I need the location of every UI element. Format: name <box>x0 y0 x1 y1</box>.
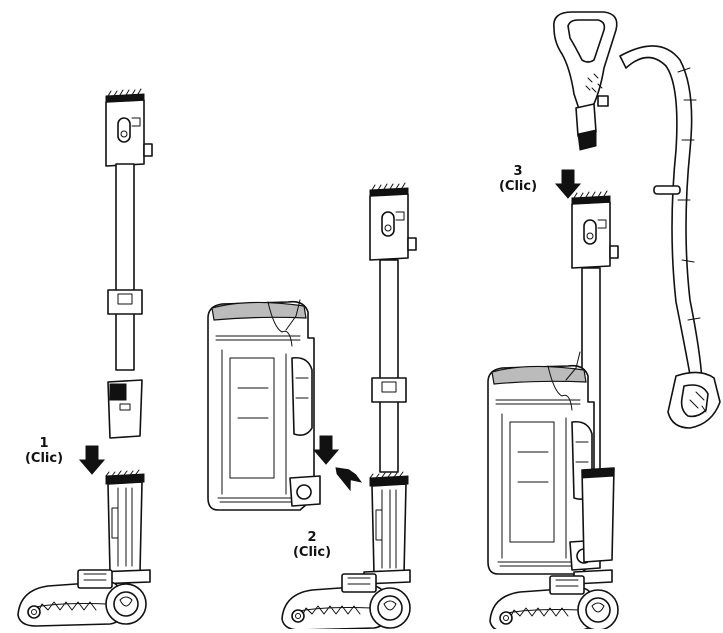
nozzle-1 <box>17 469 151 627</box>
nozzle-3 <box>489 569 619 633</box>
down-arrow-2a <box>313 435 339 465</box>
step-action: (Clic) <box>24 451 64 466</box>
step-number: 2 <box>307 530 317 545</box>
wand-2 <box>369 182 417 473</box>
assembly-1 <box>17 88 153 627</box>
diag-arrow-2b <box>335 467 363 492</box>
step-label-1: 1 (Clic) <box>22 436 66 466</box>
step-label-2: 2 (Clic) <box>290 530 334 560</box>
nozzle-2 <box>281 471 411 631</box>
dust-cup-2 <box>207 299 321 511</box>
assembly-2 <box>207 182 417 631</box>
handle-3 <box>553 11 618 151</box>
hose-3 <box>619 45 721 429</box>
step-action: (Clic) <box>498 179 538 194</box>
down-arrow-1 <box>79 445 105 475</box>
assembly-3 <box>487 11 721 633</box>
step-action: (Clic) <box>292 545 332 560</box>
dust-cup-3 <box>487 351 615 575</box>
step-number: 3 <box>513 164 523 179</box>
step-number: 1 <box>39 436 49 451</box>
wand-upper-1 <box>105 88 153 439</box>
step-label-3: 3 (Clic) <box>496 164 540 194</box>
